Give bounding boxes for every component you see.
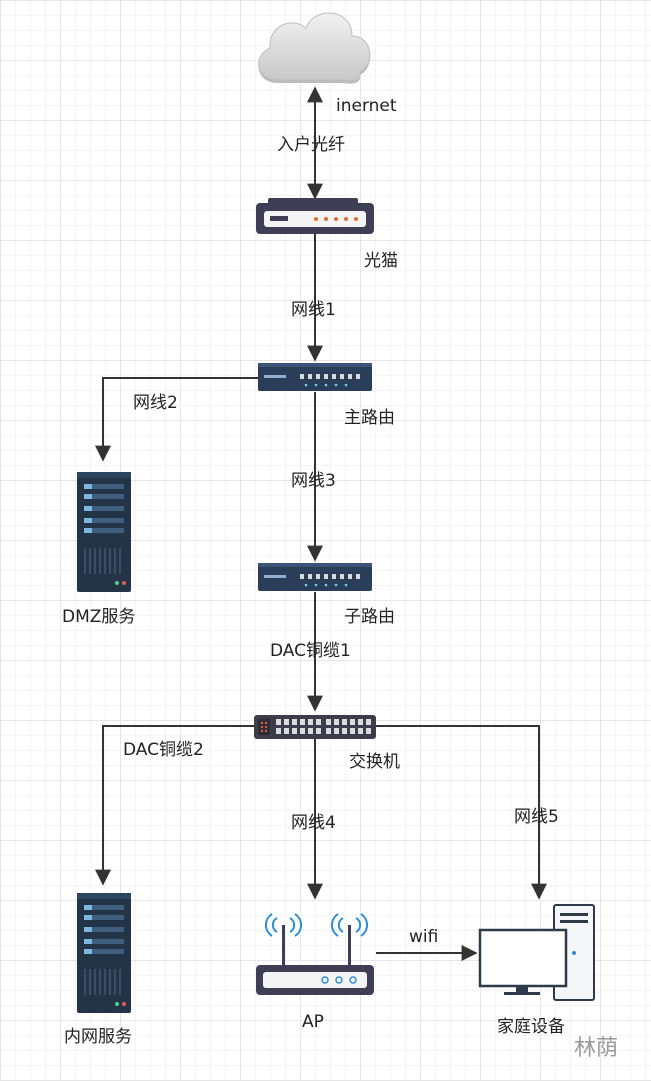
watermark: 林荫 — [574, 1036, 618, 1061]
edge-cable2 — [95, 377, 258, 462]
label-lan-server: 内网服务 — [64, 1027, 132, 1047]
switch-icon — [254, 715, 376, 739]
main-router-icon — [258, 363, 372, 391]
label-cable2: 网线2 — [133, 393, 178, 413]
label-cable5: 网线5 — [514, 807, 559, 827]
lan-server-icon — [77, 893, 131, 1013]
label-main-router: 主路由 — [344, 408, 395, 428]
label-sub-router: 子路由 — [344, 607, 395, 627]
label-dac1: DAC铜缆1 — [270, 641, 351, 661]
edge-cable5 — [374, 725, 547, 900]
label-internet: inernet — [336, 96, 397, 116]
ap-icon — [256, 913, 374, 995]
cloud-icon — [258, 12, 371, 84]
label-home-device: 家庭设备 — [497, 1017, 565, 1037]
label-modem: 光猫 — [364, 251, 398, 271]
home-device-icon — [478, 904, 595, 1001]
modem-icon — [256, 198, 374, 234]
label-dac2: DAC铜缆2 — [123, 740, 204, 760]
edge-dac2 — [95, 725, 256, 886]
label-switch: 交换机 — [349, 752, 400, 772]
label-cable4: 网线4 — [291, 813, 336, 833]
label-dmz-server: DMZ服务 — [62, 607, 135, 627]
sub-router-icon — [258, 563, 372, 591]
label-cable3: 网线3 — [291, 471, 336, 491]
dmz-server-icon — [77, 472, 131, 592]
label-cable1: 网线1 — [291, 300, 336, 320]
label-wifi: wifi — [409, 927, 438, 947]
label-ap: AP — [302, 1012, 324, 1032]
label-fiber: 入户光纤 — [277, 135, 345, 155]
